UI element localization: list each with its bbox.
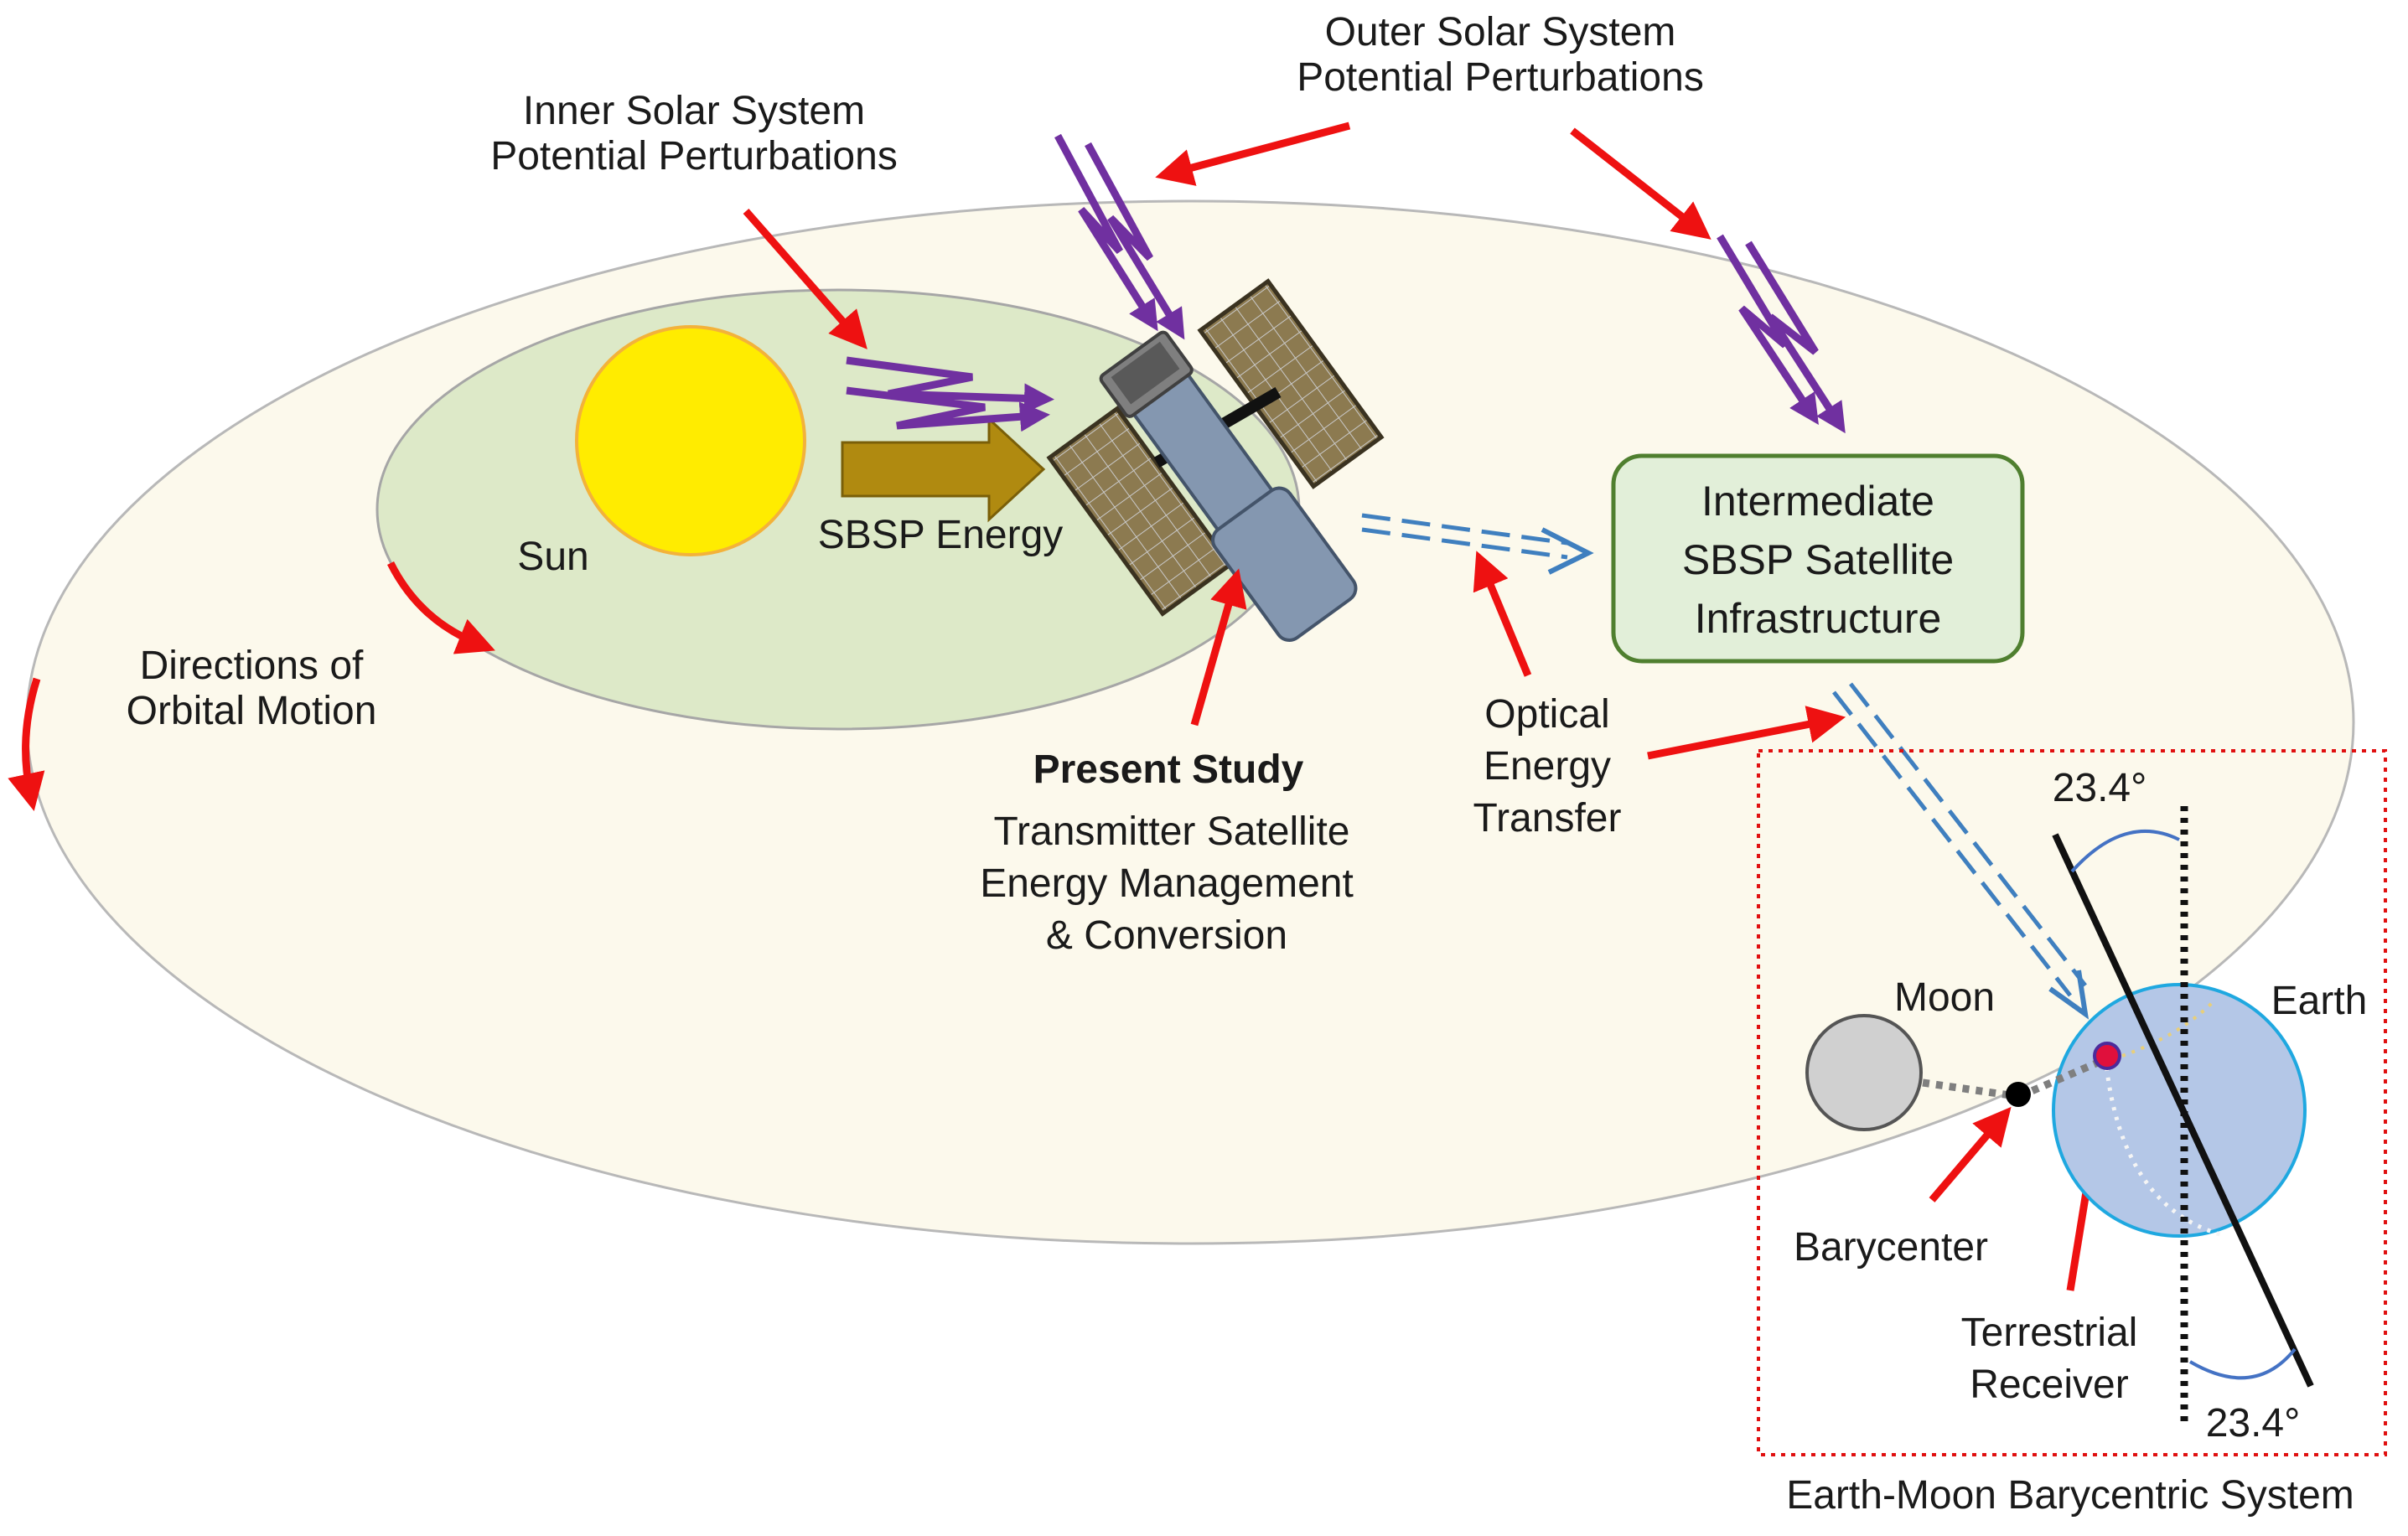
- present-study-label: Present Study: [1033, 747, 1304, 792]
- transmitter-label-line2: Energy Management: [980, 861, 1354, 906]
- earth-label: Earth: [2271, 979, 2368, 1023]
- outer-perturbations-label-line2: Potential Perturbations: [1297, 55, 1704, 100]
- earth-moon-system-caption: Earth-Moon Barycentric System: [1786, 1473, 2354, 1518]
- optical-beam-to-earth: [1832, 682, 2090, 1020]
- earth-latitude-path: [2103, 1057, 2224, 1238]
- tilt-arc-bottom: [2188, 1347, 2297, 1380]
- outer-perturbations-label-line1: Outer Solar System: [1325, 10, 1676, 54]
- optical-beam-to-infrastructure: [1361, 513, 1594, 575]
- sbsp-energy-label: SBSP Energy: [818, 513, 1064, 557]
- moon-label: Moon: [1894, 975, 1995, 1020]
- tilt-label-bottom: 23.4°: [2206, 1401, 2301, 1445]
- outer-perturbation-icon-left: [1054, 133, 1185, 340]
- moon-barycenter-link: [1922, 1078, 2017, 1100]
- earth-terminator-path: [2121, 1001, 2214, 1058]
- outer-perturbation-icon-right: [1717, 234, 1846, 434]
- tilt-label-top: 23.4°: [2053, 766, 2147, 810]
- inner-perturbations-label-line1: Inner Solar System: [523, 89, 865, 133]
- directions-label-line2: Orbital Motion: [127, 689, 377, 733]
- intermediate-label-line3: Infrastructure: [1695, 595, 1942, 642]
- moon: [1805, 1014, 1923, 1131]
- intermediate-infrastructure-box: [1611, 453, 2025, 664]
- barycenter-label: Barycenter: [1794, 1225, 1988, 1270]
- terrestrial-receiver-point: [2093, 1042, 2121, 1070]
- inner-perturbation-icon: [846, 356, 1054, 432]
- sun: [575, 325, 806, 556]
- earth-moon-system-frame: [1757, 749, 2387, 1456]
- optical-label-line1: Optical: [1484, 692, 1609, 737]
- sbsp-energy-arrow: [841, 416, 1046, 523]
- earth: [2052, 983, 2307, 1238]
- tilt-arc-top: [2070, 829, 2180, 873]
- transmitter-label-line1: Transmitter Satellite: [993, 809, 1349, 854]
- directions-label-line1: Directions of: [140, 644, 364, 688]
- terrestrial-receiver-label-line2: Receiver: [1970, 1363, 2128, 1407]
- intermediate-label-line2: SBSP Satellite: [1682, 536, 1954, 583]
- optical-label-line3: Transfer: [1473, 796, 1622, 840]
- terrestrial-receiver-label-line1: Terrestrial: [1961, 1311, 2138, 1355]
- inner-perturbations-label-line2: Potential Perturbations: [490, 134, 898, 178]
- barycenter-point: [2006, 1082, 2031, 1107]
- optical-label-line2: Energy: [1484, 744, 1611, 789]
- earth-tilted-axis: [2052, 833, 2314, 1388]
- barycenter-earth-link: [2018, 1056, 2105, 1100]
- transmitter-satellite: [1046, 278, 1385, 642]
- transmitter-label-line3: & Conversion: [1046, 913, 1287, 958]
- intermediate-label-line1: Intermediate: [1701, 478, 1934, 525]
- sun-label: Sun: [517, 535, 588, 579]
